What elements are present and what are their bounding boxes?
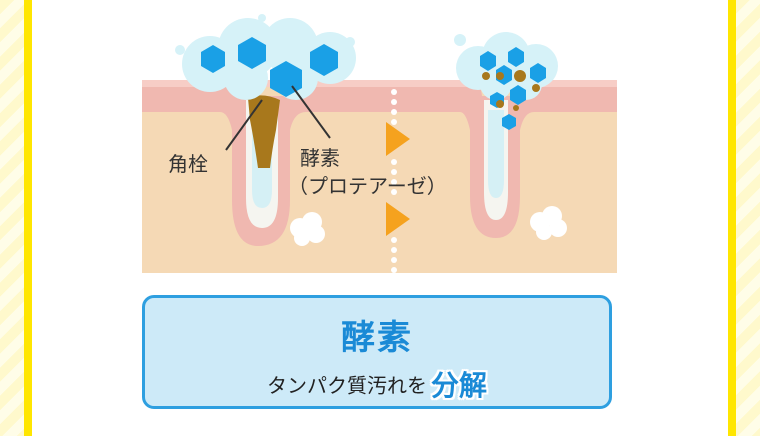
enzyme-label: 酵素 <box>300 146 340 170</box>
pore-plug-label: 角栓 <box>168 152 208 176</box>
arrow-right-icon <box>386 202 410 236</box>
left-yellow-border <box>24 0 32 436</box>
sebum-gland-icon <box>290 212 325 246</box>
caption-title: 酵素 <box>341 318 413 358</box>
caption-subtitle-emphasis: 分解 <box>430 369 487 402</box>
caption-subtitle-lead: タンパク質汚れを <box>266 373 427 398</box>
arrow-right-icon <box>386 122 410 156</box>
enzyme-leader-line <box>291 85 331 139</box>
protease-label: （プロテアーゼ） <box>288 174 447 198</box>
divider-dots <box>391 89 397 273</box>
skin-layer <box>142 80 617 273</box>
right-pore <box>460 96 534 238</box>
plug-fragments <box>482 70 540 111</box>
sebum-gland-icon <box>530 206 567 240</box>
enzyme-hexagon-icon <box>480 47 546 130</box>
caption-subtitle: タンパク質汚れを分解 <box>145 364 609 404</box>
right-yellow-border <box>728 0 736 436</box>
pore-plug <box>248 95 280 168</box>
caption-box: 酵素 タンパク質汚れを分解 <box>142 295 612 409</box>
plug-leader-line <box>225 99 263 151</box>
enzyme-hexagon-icon <box>201 37 338 97</box>
